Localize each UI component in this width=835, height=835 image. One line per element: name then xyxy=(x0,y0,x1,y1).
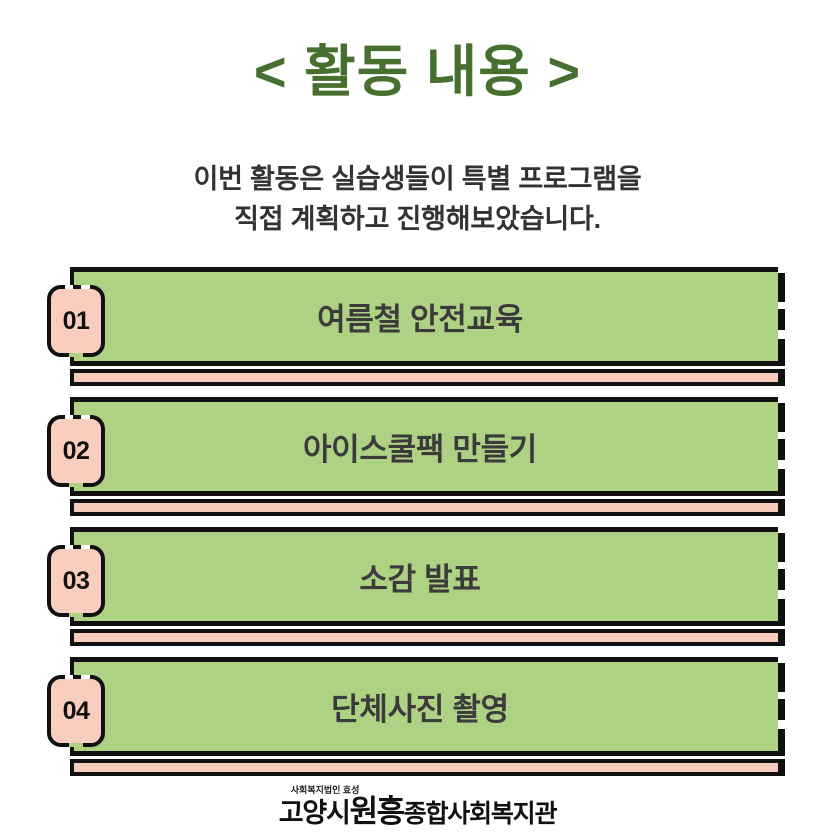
logo-name-part-1: 고양시 xyxy=(278,798,351,828)
subtitle-line-2: 직접 계획하고 진행해보았습니다. xyxy=(234,203,601,234)
logo-name-part-3: 종합사회복지관 xyxy=(403,800,558,828)
footer: 사회복지법인 효성 고양시원흥종합사회복지관 xyxy=(0,785,835,829)
border-break-icon xyxy=(778,397,785,403)
activity-underline-strip xyxy=(70,629,785,646)
logo-name-part-2: 원흥 xyxy=(349,794,406,829)
activity-number-badge: 02 xyxy=(47,415,105,487)
list-item[interactable]: 아이스쿨팩 만들기 02 xyxy=(0,394,835,524)
activity-number-badge: 04 xyxy=(47,675,105,747)
subtitle-line-1: 이번 활동은 실습생들이 특별 프로그램을 xyxy=(193,164,642,194)
activity-bar[interactable]: 여름철 안전교육 xyxy=(70,267,785,366)
activity-number: 02 xyxy=(62,436,90,465)
list-item[interactable]: 소감 발표 03 xyxy=(0,524,835,654)
activity-list: 여름철 안전교육 01 아이스쿨팩 만들기 02 소감 발표 xyxy=(0,264,835,784)
activity-bar[interactable]: 아이스쿨팩 만들기 xyxy=(70,397,785,496)
activity-label: 여름철 안전교육 xyxy=(317,302,523,337)
badge-border-break-icon xyxy=(69,353,83,357)
badge-border-break-icon xyxy=(69,613,83,617)
activity-number: 03 xyxy=(62,566,90,595)
activity-label: 소감 발표 xyxy=(359,562,481,597)
logo-corporation-name: 사회복지법인 효성 xyxy=(290,785,360,795)
organization-logo: 사회복지법인 효성 고양시원흥종합사회복지관 xyxy=(278,785,558,829)
list-item[interactable]: 단체사진 촬영 04 xyxy=(0,654,835,784)
border-break-icon xyxy=(778,657,785,663)
activity-label: 단체사진 촬영 xyxy=(331,692,509,727)
border-break-icon xyxy=(778,527,785,533)
activity-underline-strip xyxy=(70,499,785,516)
activity-number-badge: 01 xyxy=(47,285,105,357)
border-break-icon xyxy=(778,267,785,273)
activity-number: 04 xyxy=(62,696,90,725)
page-title-container: < 활동 내용 > xyxy=(0,40,835,103)
activity-number: 01 xyxy=(62,306,90,335)
activity-bar[interactable]: 단체사진 촬영 xyxy=(70,657,785,756)
subtitle-container: 이번 활동은 실습생들이 특별 프로그램을 직접 계획하고 진행해보았습니다. xyxy=(0,160,835,240)
badge-border-break-icon xyxy=(69,483,83,487)
page-title: < 활동 내용 > xyxy=(253,40,582,103)
list-item[interactable]: 여름철 안전교육 01 xyxy=(0,264,835,394)
activity-label: 아이스쿨팩 만들기 xyxy=(302,432,538,467)
activity-bar[interactable]: 소감 발표 xyxy=(70,527,785,626)
logo-main-name: 고양시원흥종합사회복지관 xyxy=(278,794,558,829)
activity-number-badge: 03 xyxy=(47,545,105,617)
activity-underline-strip xyxy=(70,759,785,776)
badge-border-break-icon xyxy=(69,743,83,747)
activity-underline-strip xyxy=(70,369,785,386)
